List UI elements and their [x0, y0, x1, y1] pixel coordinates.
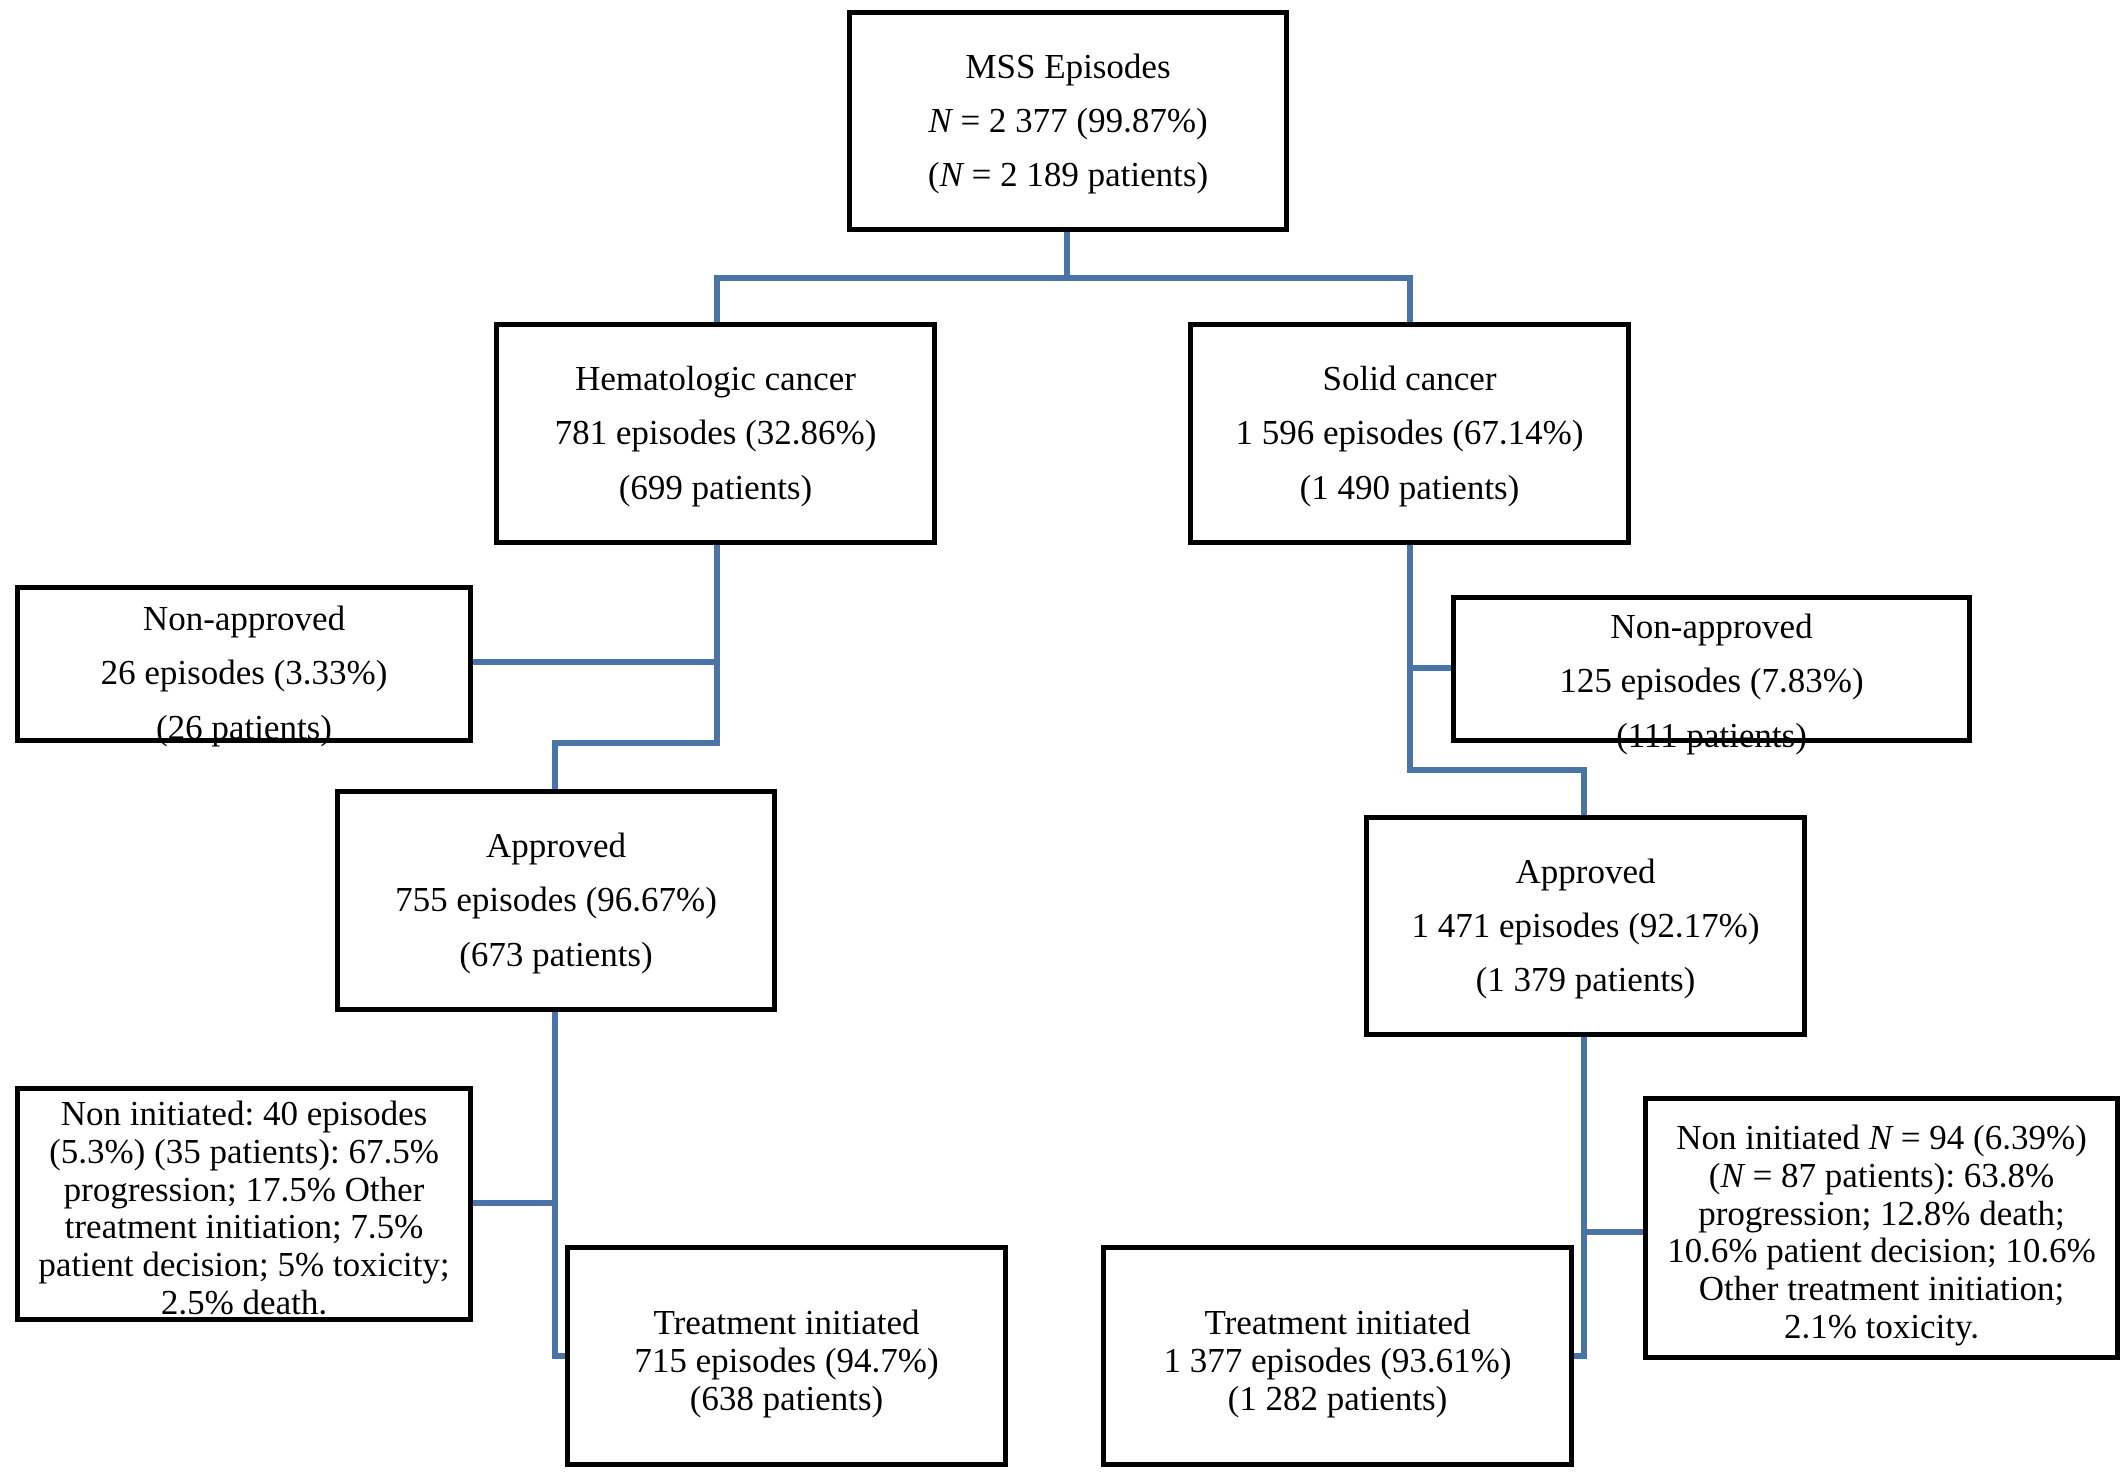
solid-non-initiated-line-5: Other treatment initiation; — [1698, 1269, 2065, 1309]
solid-title: Solid cancer — [1322, 359, 1497, 399]
hematologic-cancer-box: Hematologic cancer 781 episodes (32.86%)… — [494, 322, 937, 545]
solid-non-initiated-line-2: (N = 87 patients): 63.8% — [1708, 1155, 2055, 1195]
hem-non-initiated-line-2: (5.3%) (35 patients): 67.5% — [49, 1131, 439, 1171]
hem-non-initiated-line-3: progression; 17.5% Other — [63, 1169, 425, 1209]
hem-non-approved-episodes: 26 episodes (3.33%) — [100, 653, 388, 693]
hem-approved-title: Approved — [486, 826, 626, 866]
mss-n-text: = 2 377 (99.87%) — [951, 100, 1208, 140]
hem-non-initiated-line-5: patient decision; 5% toxicity; — [38, 1245, 450, 1285]
solid-initiated-title: Treatment initiated — [1204, 1303, 1471, 1343]
hem-non-initiated-line-1: Non initiated: 40 episodes — [60, 1094, 428, 1133]
hem-approved-patients: (673 patients) — [459, 934, 653, 974]
hem-non-initiated-box: Non initiated: 40 episodes (5.3%) (35 pa… — [15, 1086, 473, 1322]
solid-approved-title: Approved — [1515, 851, 1656, 891]
solid-non-initiated-l1-text: Non initiated — [1676, 1118, 1869, 1157]
connector-solid-trunk — [1407, 542, 1587, 818]
hem-non-approved-patients: (26 patients) — [156, 707, 332, 747]
hem-approved-box: Approved 755 episodes (96.67%) (673 pati… — [335, 789, 777, 1012]
hem-non-initiated-line-6: 2.5% death. — [160, 1282, 328, 1322]
solid-non-initiated-box: Non initiated N = 94 (6.39%) (N = 87 pat… — [1643, 1096, 2120, 1360]
solid-non-initiated-l2-rest: = 87 patients): 63.8% — [1743, 1155, 2055, 1195]
mss-episode-count: N = 2 377 (99.87%) — [928, 94, 1207, 148]
solid-non-initiated-line-6: 2.1% toxicity. — [1783, 1306, 1980, 1346]
solid-cancer-box: Solid cancer 1 596 episodes (67.14%) (1 … — [1188, 322, 1631, 545]
solid-non-initiated-line-3: progression; 12.8% death; — [1698, 1193, 2065, 1233]
hematologic-patients: (699 patients) — [618, 467, 813, 507]
connector-hem-approved-down — [552, 1009, 568, 1359]
hematologic-episodes: 781 episodes (32.86%) — [554, 413, 877, 453]
hem-initiated-title: Treatment initiated — [653, 1303, 920, 1343]
mss-title: MSS Episodes — [965, 46, 1171, 86]
solid-non-initiated-l1-rest: = 94 (6.39%) — [1892, 1118, 2087, 1157]
solid-approved-box: Approved 1 471 episodes (92.17%) (1 379 … — [1364, 815, 1807, 1037]
solid-non-approved-box: Non-approved 125 episodes (7.83%) (111 p… — [1451, 595, 1972, 755]
mss-n-symbol: N — [928, 100, 952, 140]
hem-initiated-patients: (638 patients) — [689, 1378, 884, 1418]
solid-approved-patients: (1 379 patients) — [1475, 960, 1696, 1000]
mss-patient-count: (N = 2 189 patients) — [928, 148, 1208, 202]
hem-non-approved-box: Non-approved 26 episodes (3.33%) (26 pat… — [15, 585, 473, 747]
solid-initiated-patients: (1 282 patients) — [1227, 1378, 1448, 1418]
solid-non-initiated-line-4: 10.6% patient decision; 10.6% — [1667, 1231, 2096, 1271]
solid-initiated-episodes: 1 377 episodes (93.61%) — [1163, 1341, 1512, 1381]
connector-solid-approved-down — [1571, 1034, 1587, 1359]
hem-treatment-initiated-box: Treatment initiated 715 episodes (94.7%)… — [565, 1245, 1008, 1467]
mss-patients-symbol: N — [939, 155, 963, 195]
mss-patients-open: ( — [927, 155, 940, 195]
connector-hem-trunk — [552, 542, 720, 792]
solid-non-initiated-l2-open: ( — [1708, 1155, 1721, 1195]
solid-episodes: 1 596 episodes (67.14%) — [1235, 413, 1584, 453]
hem-approved-episodes: 755 episodes (96.67%) — [395, 880, 717, 920]
solid-non-approved-patients: (111 patients) — [1616, 715, 1807, 755]
solid-approved-episodes: 1 471 episodes (92.17%) — [1411, 905, 1760, 945]
solid-non-initiated-l1-symbol: N — [1868, 1118, 1893, 1157]
solid-non-initiated-l2-symbol: N — [1720, 1155, 1744, 1195]
solid-non-initiated-line-1: Non initiated N = 94 (6.39%) — [1676, 1119, 2087, 1157]
hem-non-approved-title: Non-approved — [142, 599, 346, 638]
hem-initiated-episodes: 715 episodes (94.7%) — [634, 1341, 939, 1381]
mss-patients-text: = 2 189 patients) — [962, 155, 1209, 195]
solid-patients: (1 490 patients) — [1299, 467, 1520, 507]
mss-episodes-box: MSS Episodes N = 2 377 (99.87%) (N = 2 1… — [847, 10, 1289, 232]
solid-non-approved-episodes: 125 episodes (7.83%) — [1559, 661, 1864, 701]
hem-non-initiated-line-4: treatment initiation; 7.5% — [64, 1207, 424, 1247]
hematologic-title: Hematologic cancer — [575, 359, 856, 399]
solid-non-approved-title: Non-approved — [1610, 607, 1813, 646]
solid-treatment-initiated-box: Treatment initiated 1 377 episodes (93.6… — [1101, 1245, 1574, 1467]
